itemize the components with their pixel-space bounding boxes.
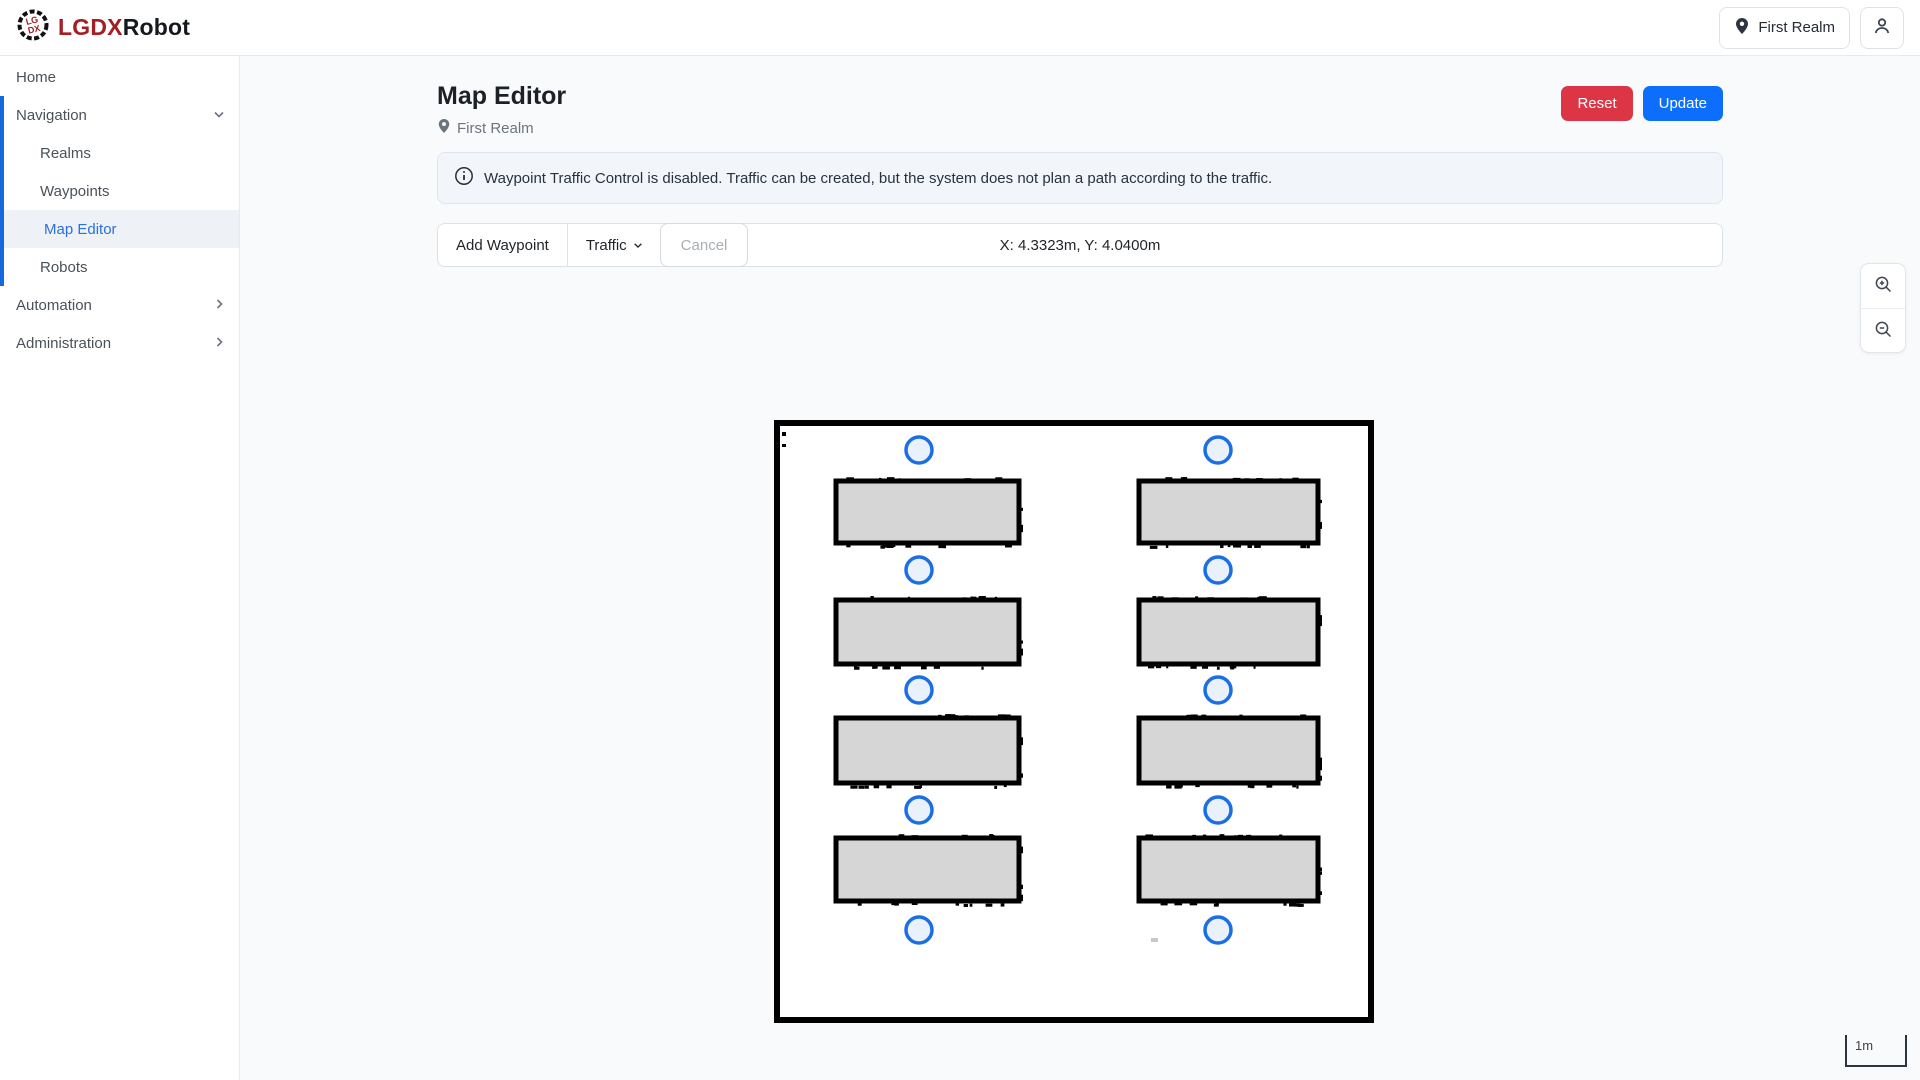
brand[interactable]: LG DX LGDXRobot [16, 8, 190, 47]
page-header-titles: Map Editor First Realm [437, 82, 566, 138]
chevron-right-icon [213, 335, 225, 352]
sidebar-item-home[interactable]: Home [0, 58, 239, 96]
occupancy-grid-map[interactable] [774, 420, 1378, 1027]
map-pin-icon [1734, 17, 1750, 39]
traffic-dropdown-label: Traffic [586, 237, 627, 254]
zoom-out-icon [1874, 320, 1893, 342]
realm-selector-button[interactable]: First Realm [1719, 7, 1850, 49]
lgdx-logo-icon: LG DX [16, 8, 50, 47]
brand-title: LGDXRobot [58, 14, 190, 41]
waypoint-marker[interactable] [906, 797, 932, 823]
header-actions: Reset Update [1561, 82, 1723, 121]
zoom-in-icon [1874, 275, 1893, 297]
waypoint-marker[interactable] [906, 437, 932, 463]
map-shelf-obstacle [836, 838, 1019, 901]
main-content: Map Editor First Realm Reset Update Wayp… [240, 56, 1920, 1080]
update-button[interactable]: Update [1643, 86, 1723, 121]
traffic-dropdown-button[interactable]: Traffic [568, 224, 661, 266]
sidebar-item-label: Realms [40, 145, 91, 162]
map-toolbar: Add Waypoint Traffic Cancel X: 4.3323m, … [437, 223, 1723, 267]
zoom-out-button[interactable] [1861, 308, 1905, 352]
sidebar-item-label: Administration [16, 335, 111, 352]
map-pin-icon [437, 118, 451, 138]
navbar-right: First Realm [1719, 7, 1904, 49]
brand-title-primary: LGDX [58, 14, 123, 40]
info-icon [454, 166, 474, 190]
zoom-in-button[interactable] [1861, 264, 1905, 308]
page-header: Map Editor First Realm Reset Update [437, 82, 1723, 138]
waypoint-marker[interactable] [906, 677, 932, 703]
waypoint-marker[interactable] [1205, 557, 1231, 583]
sidebar-item-label: Waypoints [40, 183, 109, 200]
sidebar: Home Navigation Realms Waypoints Map Edi… [0, 56, 240, 1080]
sidebar-item-waypoints[interactable]: Waypoints [0, 172, 239, 210]
map-shelf-obstacle [1139, 600, 1318, 664]
sidebar-item-navigation[interactable]: Navigation [0, 96, 239, 134]
top-navbar: LG DX LGDXRobot First Realm [0, 0, 1920, 56]
map-canvas-area[interactable] [240, 304, 1920, 1080]
waypoint-marker[interactable] [906, 917, 932, 943]
sidebar-item-administration[interactable]: Administration [0, 324, 239, 362]
realm-subtitle-label: First Realm [457, 120, 534, 137]
waypoint-marker[interactable] [1205, 437, 1231, 463]
waypoint-marker[interactable] [1205, 917, 1231, 943]
zoom-controls [1860, 263, 1906, 353]
chevron-down-icon [213, 107, 225, 124]
sidebar-item-label: Navigation [16, 107, 87, 124]
map-shelf-obstacle [1139, 718, 1318, 783]
sidebar-item-map-editor[interactable]: Map Editor [4, 210, 239, 248]
realm-selector-label: First Realm [1758, 19, 1835, 36]
add-waypoint-button[interactable]: Add Waypoint [438, 224, 567, 266]
realm-subtitle: First Realm [437, 118, 566, 138]
map-shelf-obstacle [1139, 481, 1318, 543]
page-title: Map Editor [437, 82, 566, 111]
chevron-right-icon [213, 297, 225, 314]
brand-title-secondary: Robot [123, 14, 190, 40]
sidebar-item-automation[interactable]: Automation [0, 286, 239, 324]
sidebar-item-label: Home [16, 69, 56, 86]
sidebar-item-robots[interactable]: Robots [0, 248, 239, 286]
cancel-button[interactable]: Cancel [660, 223, 749, 267]
alert-text: Waypoint Traffic Control is disabled. Tr… [484, 170, 1272, 187]
sidebar-item-label: Map Editor [44, 221, 117, 238]
sidebar-item-label: Automation [16, 297, 92, 314]
sidebar-item-realms[interactable]: Realms [0, 134, 239, 172]
reset-button[interactable]: Reset [1561, 86, 1632, 121]
content-container: Map Editor First Realm Reset Update Wayp… [437, 56, 1723, 267]
caret-down-icon [633, 237, 643, 254]
sidebar-active-section-accent [0, 96, 4, 286]
map-shelf-obstacle [1139, 838, 1318, 901]
map-shelf-obstacle [836, 600, 1019, 664]
map-shelf-obstacle [836, 481, 1019, 543]
waypoint-marker[interactable] [906, 557, 932, 583]
map-scale-label: 1m [1847, 1035, 1905, 1053]
person-icon [1872, 16, 1892, 39]
waypoint-marker[interactable] [1205, 797, 1231, 823]
sidebar-item-label: Robots [40, 259, 88, 276]
map-scale-indicator: 1m [1845, 1035, 1907, 1067]
user-menu-button[interactable] [1860, 7, 1904, 49]
map-shelf-obstacle [836, 718, 1019, 783]
waypoint-marker[interactable] [1205, 677, 1231, 703]
traffic-control-alert: Waypoint Traffic Control is disabled. Tr… [437, 152, 1723, 204]
